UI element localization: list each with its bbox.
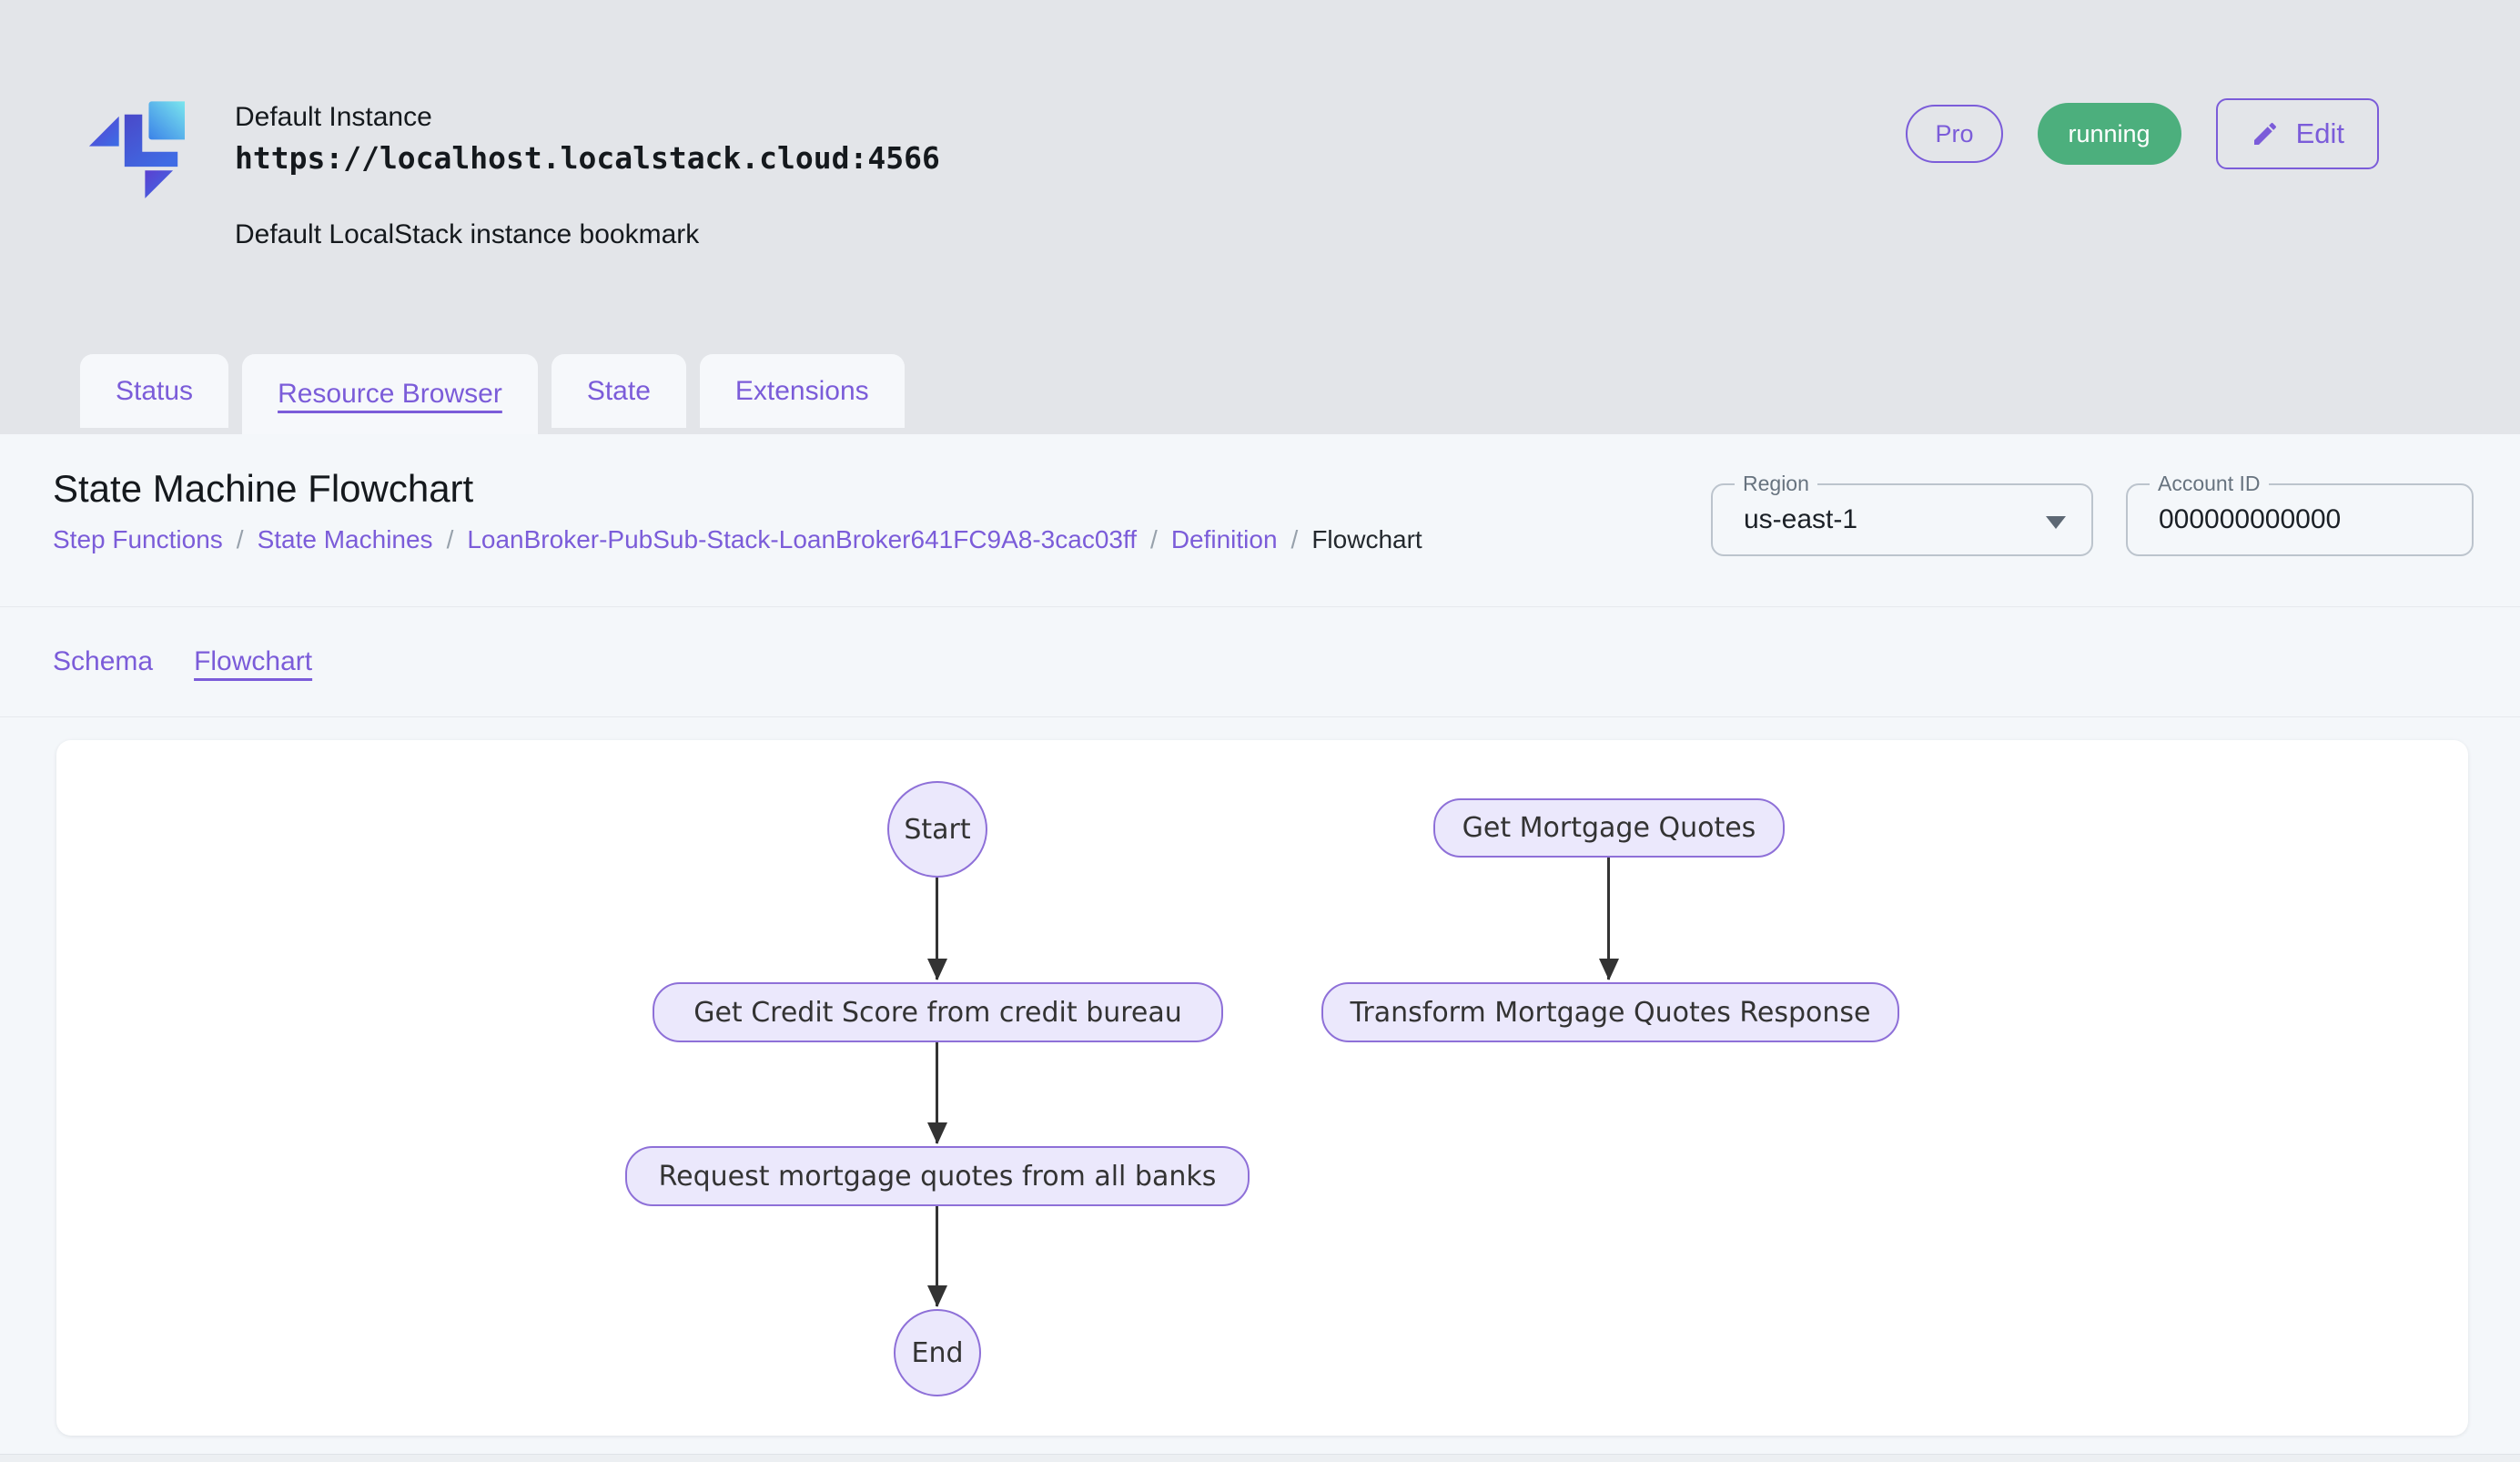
breadcrumb-state-machines[interactable]: State Machines (257, 525, 433, 553)
account-id-field: Account ID (2126, 472, 2474, 556)
breadcrumb-separator: / (446, 525, 454, 553)
page-head-fields: Region us-east-1 Account ID (1711, 472, 2474, 556)
tab-resource-browser[interactable]: Resource Browser (242, 354, 538, 434)
page-title: State Machine Flowchart (53, 467, 474, 510)
bottom-divider (0, 1454, 2520, 1462)
flowchart-node-get-credit-score: Get Credit Score from credit bureau (653, 982, 1223, 1042)
edit-button-label: Edit (2295, 117, 2344, 149)
chevron-down-icon (2046, 516, 2066, 529)
account-id-input[interactable] (2128, 485, 2472, 554)
pencil-icon (2253, 122, 2276, 145)
tab-extensions[interactable]: Extensions (699, 354, 905, 428)
breadcrumb: Step Functions / State Machines / LoanBr… (53, 525, 1422, 554)
flowchart-node-end: End (894, 1309, 981, 1396)
breadcrumb-step-functions[interactable]: Step Functions (53, 525, 223, 553)
account-id-label: Account ID (2150, 472, 2269, 497)
instance-description: Default LocalStack instance bookmark (235, 219, 700, 249)
edit-button[interactable]: Edit (2215, 98, 2379, 169)
flowchart-arrow (936, 878, 938, 980)
main-tab-bar: Status Resource Browser State Extensions (80, 354, 905, 434)
flowchart-arrow (1607, 858, 1610, 980)
breadcrumb-separator: / (1150, 525, 1158, 553)
header-controls: Pro running Edit (1906, 98, 2379, 169)
flowchart-arrow (936, 1042, 938, 1143)
subtab-flowchart[interactable]: Flowchart (194, 646, 313, 676)
flowchart-node-request-quotes: Request mortgage quotes from all banks (625, 1146, 1250, 1206)
breadcrumb-separator: / (236, 525, 244, 553)
breadcrumb-definition[interactable]: Definition (1170, 525, 1278, 553)
page-head: State Machine Flowchart Step Functions /… (0, 434, 2520, 607)
header: Default Instance https://localhost.local… (0, 0, 2520, 434)
subtab-bar: Schema Flowchart (0, 607, 2520, 717)
page-head-left: State Machine Flowchart Step Functions /… (53, 467, 1422, 554)
flowchart-card: Start Get Credit Score from credit burea… (56, 740, 2468, 1436)
flowchart-node-start: Start (887, 781, 987, 878)
subtab-schema[interactable]: Schema (53, 646, 154, 676)
instance-name: Default Instance (235, 102, 432, 132)
region-select-value: us-east-1 (1744, 504, 1858, 534)
localstack-logo-icon (88, 101, 185, 198)
instance-info: Default Instance https://localhost.local… (235, 102, 940, 250)
breadcrumb-separator: / (1290, 525, 1299, 553)
flowchart-node-get-mortgage-quotes: Get Mortgage Quotes (1433, 798, 1785, 858)
flowchart-arrow (936, 1206, 938, 1306)
breadcrumb-state-machine-id[interactable]: LoanBroker-PubSub-Stack-LoanBroker641FC9… (467, 525, 1138, 553)
region-select-label: Region (1735, 472, 1817, 497)
status-badge: running (2037, 103, 2181, 165)
flowchart-node-transform-response: Transform Mortgage Quotes Response (1321, 982, 1899, 1042)
instance-url: https://localhost.localstack.cloud:4566 (235, 140, 940, 176)
region-select[interactable]: Region us-east-1 (1711, 472, 2093, 556)
tab-state[interactable]: State (551, 354, 686, 428)
breadcrumb-flowchart: Flowchart (1311, 525, 1422, 553)
resource-browser-panel: State Machine Flowchart Step Functions /… (0, 434, 2520, 1462)
pro-badge: Pro (1906, 105, 2003, 163)
tab-status[interactable]: Status (80, 354, 229, 428)
